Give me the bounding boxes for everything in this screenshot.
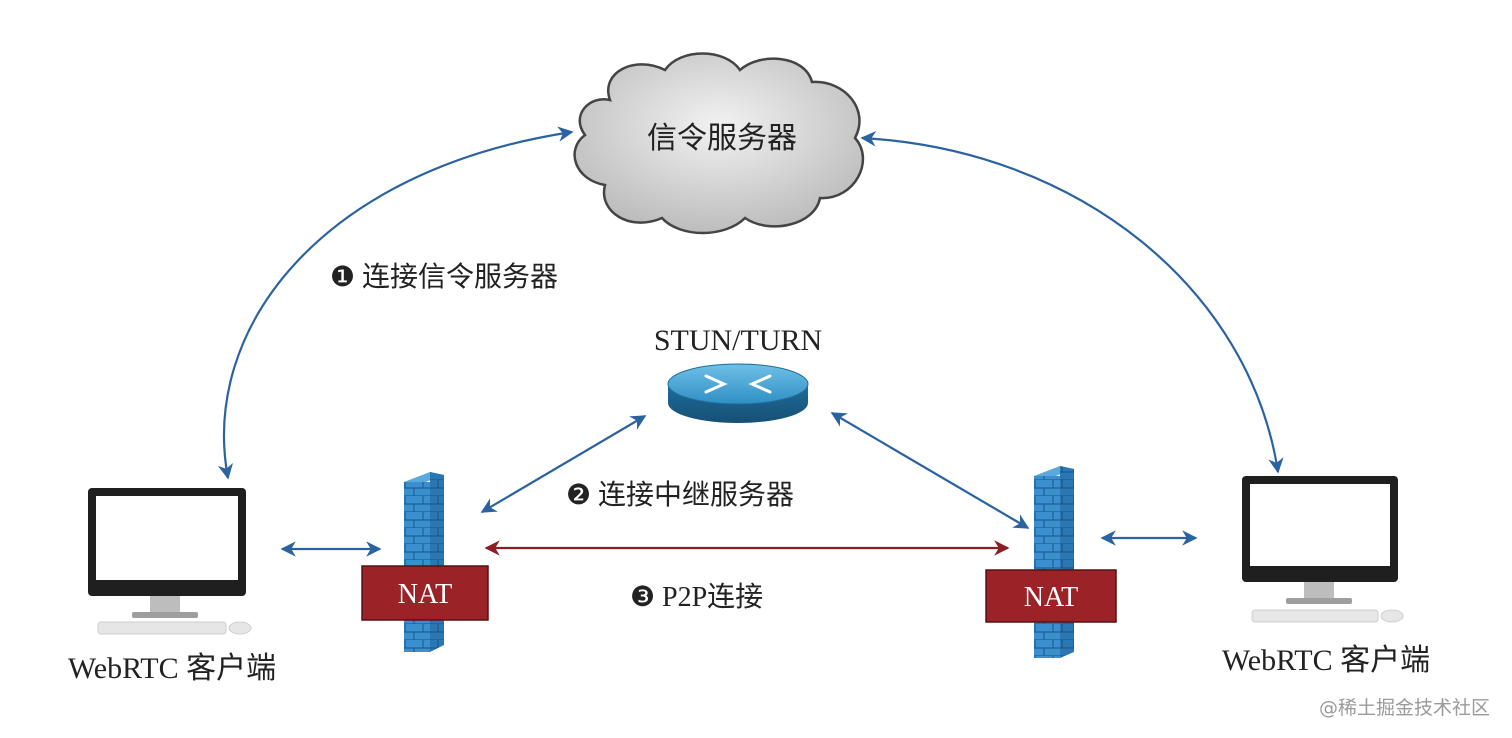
computer-monitor-icon — [1242, 476, 1404, 623]
left-client-label: WebRTC 客户端 — [68, 652, 276, 685]
right-nat-label: NAT — [1024, 582, 1078, 613]
arrow-left-client-signaling — [217, 126, 574, 480]
arrow-left-nat-relay — [480, 415, 647, 513]
right-nat-firewall: NAT — [985, 466, 1117, 658]
nat-box — [361, 565, 489, 621]
step-2-marker: ❷ — [566, 478, 591, 511]
firewall-icon — [404, 472, 444, 652]
left-nat-firewall: NAT — [361, 472, 489, 652]
cloud-icon — [573, 52, 865, 235]
firewall-icon — [1034, 466, 1074, 658]
step-2: ❷ 连接中继服务器 — [566, 478, 794, 511]
step-2-label: 连接中继服务器 — [598, 478, 794, 511]
stun-turn-label: STUN/TURN — [654, 324, 822, 357]
computer-monitor-icon — [88, 488, 252, 635]
arrow-right-nat-relay — [830, 412, 1030, 529]
arrow-right-client-signaling — [860, 131, 1284, 474]
left-webrtc-client: WebRTC 客户端 — [68, 488, 276, 685]
router-icon — [667, 363, 809, 423]
step-1: ❶ 连接信令服务器 — [330, 260, 558, 293]
step-1-label: 连接信令服务器 — [362, 260, 558, 293]
nat-box — [985, 569, 1117, 623]
step-3: ❸ P2P连接 — [630, 580, 763, 613]
right-client-label: WebRTC 客户端 — [1222, 644, 1430, 677]
step-1-marker: ❶ — [330, 260, 355, 293]
signaling-server-label: 信令服务器 — [647, 121, 797, 156]
signaling-server-cloud: 信令服务器 — [573, 52, 865, 235]
step-3-label: P2P连接 — [662, 581, 763, 613]
left-nat-label: NAT — [398, 579, 452, 610]
stun-turn-server: STUN/TURN — [654, 324, 822, 423]
right-webrtc-client: WebRTC 客户端 — [1222, 476, 1430, 677]
step-3-marker: ❸ — [630, 580, 655, 613]
watermark: @稀土掘金技术社区 — [1319, 697, 1490, 719]
